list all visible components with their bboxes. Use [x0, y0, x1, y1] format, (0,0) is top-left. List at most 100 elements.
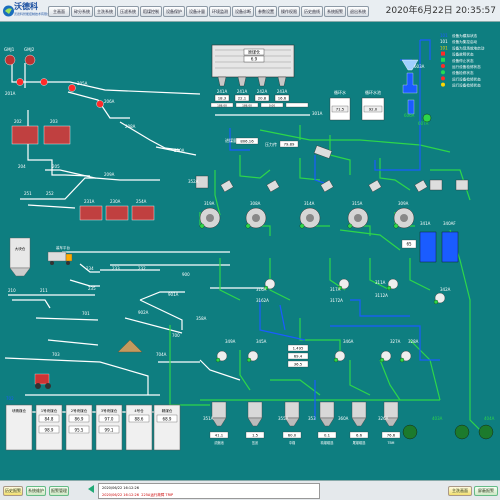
cyclone-label: 309A [398, 201, 409, 206]
label-235: 235 [88, 286, 96, 291]
tank-cone [211, 417, 227, 427]
raw-silo-value: 6.9 [251, 57, 258, 62]
nav-button[interactable]: 主洗系统 [94, 6, 116, 17]
title-bar: 沃德科 沃德科智能控制技术有限公司 主画面碎分系统主洗系统压滤系统稻煤控制设备保… [0, 0, 500, 22]
nav-button[interactable]: 设备计量 [186, 6, 208, 17]
silo-label-3: 242A [257, 89, 268, 94]
nav-button[interactable]: 历史曲线 [301, 6, 323, 17]
mask-alarm-button[interactable]: 屏蔽报警 [474, 486, 498, 496]
tank-value: 6.6 [356, 433, 363, 438]
silo-name: 4号仓 [134, 408, 144, 413]
tank-value-box [381, 431, 401, 439]
silo-level: 84.8 [45, 416, 54, 421]
storage-tank [211, 401, 227, 419]
label-205A: 205A [77, 81, 88, 86]
nav-button[interactable]: 设备诊断 [232, 6, 254, 17]
system-maintenance-button[interactable]: 系统维护 [26, 486, 46, 496]
raw-coal-silo: 原煤仓 6.9 241A 241A 242A 243A 18.3 22.1 20… [210, 44, 309, 107]
silo-name: 块精煤仓 [12, 408, 26, 413]
legend-text: 设备为集控启动 [452, 39, 478, 44]
process-readouts: 进煤量 806.16 压力传 79.89 65 1.495 69.4 36.5 [225, 137, 417, 368]
cyclone-core [400, 214, 408, 222]
cyclone-core [354, 214, 362, 222]
motor-status-icon [347, 223, 353, 229]
density-value-3: 36.5 [294, 362, 303, 367]
nav-button[interactable]: 稻煤控制 [140, 6, 162, 17]
legend-text: 运行设备检修状态 [452, 76, 481, 81]
lump-bin: 大块仓 装车平台 [9, 237, 143, 353]
tank-name: 浓缩池 [214, 440, 224, 445]
label-252: 252 [46, 191, 54, 196]
filter-press[interactable] [402, 424, 418, 440]
screens: 202 203 231A 230A 254A 352A [11, 119, 209, 221]
motor-status-icon [246, 357, 252, 363]
silo-name: 精煤仓 [162, 408, 173, 413]
alarm-management-button[interactable]: 报警管理 [49, 486, 69, 496]
alarm-row: 2020/06/22 16:12:26 225A运行故障 TRIP [102, 493, 174, 497]
media-pipes [169, 125, 481, 431]
nav-button[interactable]: 环境监测 [209, 6, 231, 17]
silo-value-1: 18.3 [218, 96, 227, 101]
alarm-scroll-icon[interactable] [88, 485, 94, 493]
tank-cone [284, 417, 300, 427]
legend-text: 设备为模拟状态 [452, 33, 478, 38]
alarm-history-button[interactable]: 历史报警 [3, 486, 23, 496]
cyclone-core [252, 214, 260, 222]
silo-value-3: 20.8 [258, 96, 267, 101]
legend-dot-icon [441, 64, 445, 68]
silo-level-box [38, 425, 60, 434]
nav-button[interactable]: 碎分系统 [71, 6, 93, 17]
label-3112A: 3112A [375, 293, 388, 298]
alarm-list[interactable]: 2020/06/22 16:12:26 2020/06/22 16:12:26 … [98, 483, 320, 499]
feeder [429, 179, 443, 191]
legend-text: 设备检修状态 [452, 70, 474, 75]
feed-value: 806.16 [240, 139, 254, 144]
label-328A: 328A [408, 339, 419, 344]
label-353: 353 [308, 416, 316, 421]
silo-label-1: 241A [217, 89, 228, 94]
main-wash-button[interactable]: 主洗画面 [448, 486, 472, 496]
nav-button[interactable]: 操作权限 [278, 6, 300, 17]
distributor [313, 145, 333, 159]
screen-label-231A: 231A [84, 199, 95, 204]
separator-row [215, 278, 446, 363]
storage-tank [247, 401, 263, 419]
silo-level-box [38, 414, 60, 423]
label-317A: 317A [330, 287, 341, 292]
tank-name: 压滤 [252, 440, 259, 445]
silo-level-box [98, 414, 120, 423]
filter-press[interactable] [454, 424, 470, 440]
brand-subtitle: 沃德科智能控制技术有限公司 [14, 12, 54, 16]
silo-level: 95.5 [75, 427, 84, 432]
screen-label-230A: 230A [110, 199, 121, 204]
label-201A: 201A [5, 91, 16, 96]
press-label: 压力传 [265, 141, 277, 147]
legend-dot-icon [441, 82, 445, 87]
press-value: 79.89 [284, 142, 295, 147]
nav-button[interactable]: 主画面 [48, 6, 70, 17]
nav-button[interactable]: 设备保护 [163, 6, 185, 17]
label-204: 204 [18, 164, 26, 169]
tank-value-box [317, 431, 337, 439]
feeder [455, 179, 469, 191]
cyclone-label: 315A [352, 201, 363, 206]
pump-tower: 606A 607A 603A [401, 59, 432, 126]
motor-status-icon [199, 223, 205, 229]
tank-name: 中煤 [289, 440, 296, 445]
filter-press[interactable] [478, 424, 494, 440]
nav-button[interactable]: 系统报警 [324, 6, 346, 17]
cyclone-label: 319A [204, 201, 215, 206]
nav-button[interactable]: 参数设置 [255, 6, 277, 17]
nav-button[interactable]: 压滤系统 [117, 6, 139, 17]
silo-level-box [68, 414, 90, 423]
nav-button[interactable]: 退出系统 [347, 6, 369, 17]
tank-value-box [209, 431, 229, 439]
label-3162A: 3162A [256, 298, 269, 303]
label-301A: 301A [312, 111, 323, 116]
legend-code: 101 [440, 45, 448, 50]
tank-340AF [441, 231, 459, 263]
label-340AF: 340AF [443, 221, 456, 226]
label-3172A: 3172A [330, 298, 343, 303]
